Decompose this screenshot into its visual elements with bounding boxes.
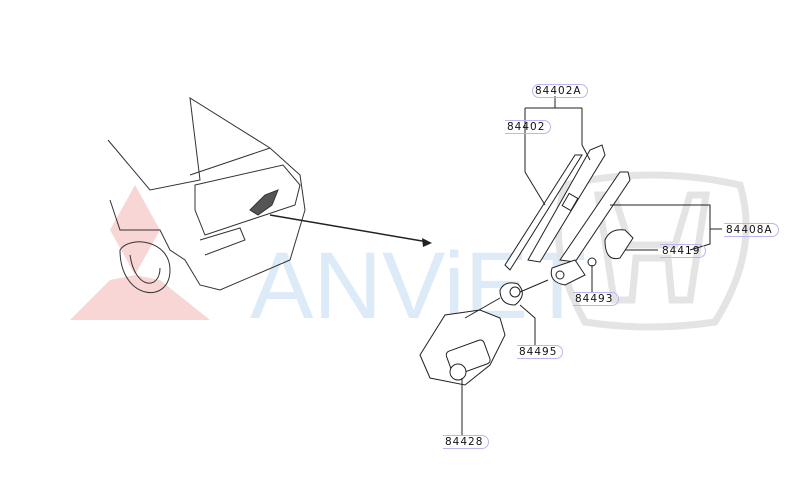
callout-84419[interactable]: 84419 [660,244,707,258]
callout-84408A[interactable]: 84408A [724,223,779,237]
location-arrow [269,214,429,243]
callout-84493[interactable]: 84493 [573,292,620,306]
callout-84402[interactable]: 84402 [505,120,552,134]
callout-84428[interactable]: 84428 [443,435,490,449]
callout-84495[interactable]: 84495 [517,345,564,359]
mitsubishi-logo-watermark [70,185,210,320]
wiper-arm-84408A [550,171,634,286]
vehicle-rear-outline [107,97,306,294]
anviet-watermark: ANViET [250,233,586,339]
wiper-motor-84428 [419,282,523,386]
wiper-blade-84402 [504,144,606,271]
callout-84402A[interactable]: 84402A [532,84,588,98]
